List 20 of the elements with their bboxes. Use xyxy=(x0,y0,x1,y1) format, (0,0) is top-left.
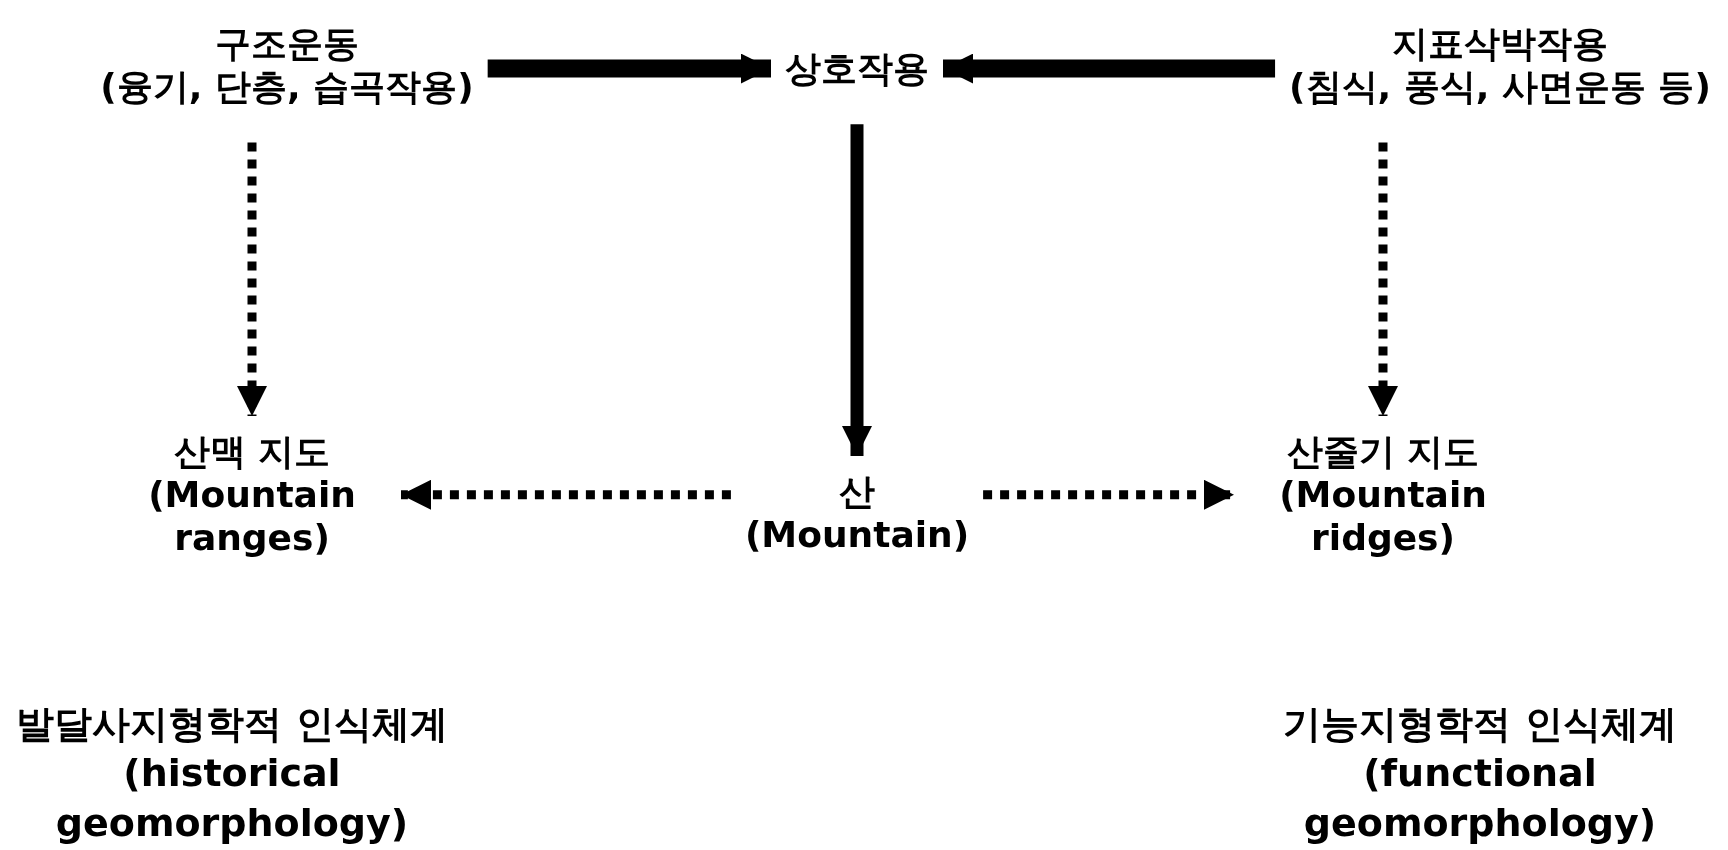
caption-text: 발달사지형학적 인식체계 (historical geomorphology) xyxy=(15,701,449,847)
arrow xyxy=(983,479,1234,510)
arrow xyxy=(943,53,1276,84)
arrow xyxy=(487,53,771,84)
body-text: (융기, 단층, 습곡작용) xyxy=(100,65,474,109)
caption-text: 기능지형학적 인식체계 (functional geomorphology) xyxy=(1282,701,1678,847)
body-text: (침식, 풍식, 사면운동 등) xyxy=(1289,65,1711,109)
body-text: (Mountain) xyxy=(744,513,970,557)
heading-text: 구조운동 xyxy=(214,22,360,66)
heading-text: 산줄기 지도 xyxy=(1285,430,1481,474)
heading-text: 상호작용 xyxy=(785,47,929,91)
arrow xyxy=(1368,142,1398,416)
arrow xyxy=(237,142,267,416)
heading-text: 산 xyxy=(838,470,876,514)
heading-text: 산맥 지도 xyxy=(172,430,332,474)
heading-text: 지표삭박작용 xyxy=(1391,22,1609,66)
body-text: (Mountain ridges) xyxy=(1278,473,1488,560)
body-text: (Mountain ranges) xyxy=(147,473,357,560)
arrow xyxy=(401,479,731,510)
arrow xyxy=(842,124,872,456)
